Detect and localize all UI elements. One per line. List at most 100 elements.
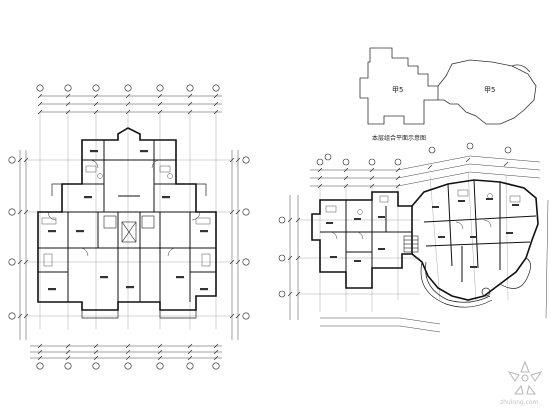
grid-bubble [156,362,164,370]
room-tag [84,196,92,199]
dimension-tick [125,93,131,99]
grid-bubble [428,146,436,154]
room-tag [200,230,208,233]
dimension-tick [37,343,43,349]
dimension-tick [157,343,163,349]
dimension-tick [213,101,219,107]
dimension-tick [465,157,471,163]
dimension-tick [343,175,349,181]
dimension-tick [343,167,349,173]
key-plan-bay [511,64,531,73]
grid-bubble [64,84,72,92]
dimension-tick [235,157,241,163]
grid-bubble [466,142,474,150]
dimension-tick [395,167,401,173]
room-tag [432,206,439,208]
dimension-tick [187,101,193,107]
grid-bubble [8,258,16,266]
key-plan-unit-left: 甲5 [392,86,403,94]
room-tag [378,216,385,218]
grid-bubble [324,153,332,161]
key-plan-caption: 本层组合平面示意图 [372,134,426,142]
key-plan-outline-right [437,59,537,125]
dimension-tick [93,349,99,355]
dimension-lines-left [19,95,239,359]
balconies-left [51,183,207,319]
stair-core-right [403,235,419,253]
floor-plan-right [278,142,549,333]
dimension-tick [65,343,71,349]
grid-bubble [394,158,402,166]
grid-bubbles-right [278,142,512,298]
dimension-tick [93,93,99,99]
grid-bubble [92,84,100,92]
dimension-tick [17,157,23,163]
dimension-tick [369,167,375,173]
grid-bubble [186,84,194,92]
grid-bubble [64,362,72,370]
dimension-tick [93,355,99,361]
room-tag [354,260,361,262]
dimension-lines-right [289,155,549,333]
dimension-tick [65,349,71,355]
dimension-tick [65,101,71,107]
grid-bubble [342,158,350,166]
room-tag [330,256,337,258]
grid-bubble [36,84,44,92]
dimension-tick [93,343,99,349]
room-tag [100,276,108,279]
key-plan-outline-left [359,47,439,125]
dimension-tick [187,343,193,349]
dimension-tick [317,175,323,181]
interior-walls-left [38,140,216,302]
dimension-ticks-left [17,93,241,361]
curved-balcony [420,257,531,308]
grid-bubble [212,84,220,92]
doors-right [329,219,492,240]
room-tag [176,276,184,279]
dimension-tick [125,101,131,107]
floor-plan-left [8,84,250,370]
grid-bubble [124,84,132,92]
dimension-tick [157,355,163,361]
grid-lines-left [26,112,232,330]
dimension-tick [65,355,71,361]
dimension-tick [317,167,323,173]
dimension-tick [17,209,23,215]
grid-bubble [316,158,324,166]
room-tag [48,288,56,291]
dimension-tick [427,164,433,170]
grid-bubble [242,258,250,266]
dimension-tick [157,93,163,99]
interior-walls-right-a [320,200,412,272]
room-tag [486,198,493,200]
room-tag [326,222,333,224]
grid-bubbles-left [8,84,250,370]
stair-core-left [103,215,155,243]
room-tag [470,266,477,268]
grid-bubble [242,208,250,216]
room-tag [512,204,519,206]
grid-bubble [504,146,512,154]
room-tags-right [326,198,519,268]
exterior-walls-left [37,127,217,311]
room-tag [126,286,134,289]
key-plan-unit-right: 甲5 [484,86,495,94]
room-tag [48,230,56,233]
dimension-tick [287,217,293,223]
room-tag [162,196,170,199]
dimension-tick [395,175,401,181]
dimension-tick [93,101,99,107]
room-tag [200,288,208,291]
grid-bubble [36,362,44,370]
dimension-tick [213,349,219,355]
room-tag [90,150,98,153]
grid-bubble [278,290,286,298]
dimension-tick [187,93,193,99]
grid-bubble [212,362,220,370]
dimension-tick [503,161,509,167]
exterior-walls-right-wing-a [311,191,413,289]
room-tags-left [48,150,208,291]
watermark-text: zhulong.com [500,399,539,406]
